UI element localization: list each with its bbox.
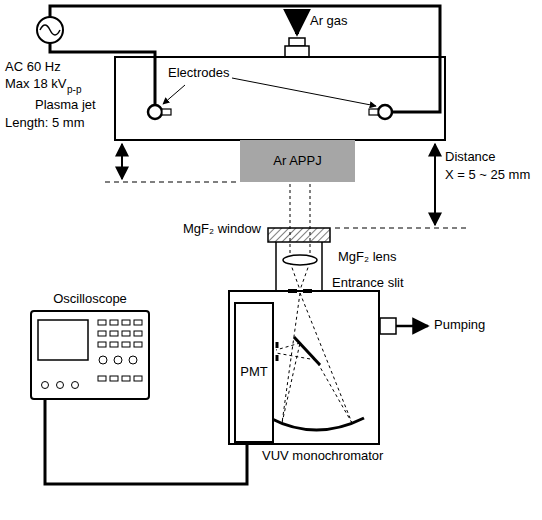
mgf2-window <box>268 228 330 242</box>
annotation-label: MgF₂ window <box>183 222 261 237</box>
grating <box>270 418 364 430</box>
scope-screen <box>38 320 88 360</box>
dashed-line <box>105 181 238 182</box>
light-ray <box>300 262 310 290</box>
node-label: Ar APPJ <box>273 154 321 169</box>
jet-housing <box>115 57 445 140</box>
annotation-label: Distance <box>445 150 496 165</box>
annotation-label: Pumping <box>434 318 485 333</box>
annotation-label: Plasma jet <box>35 98 96 113</box>
exit-slit <box>276 355 279 361</box>
annotation-label: MgF₂ lens <box>338 250 397 265</box>
mgf2-lens <box>283 255 317 265</box>
pump-arrow <box>396 325 428 328</box>
annotation-label: Length: 5 mm <box>5 116 85 131</box>
electrode <box>378 105 392 119</box>
ac-source <box>37 17 63 43</box>
light-ray <box>290 262 300 290</box>
node-label: VUV monochromator <box>262 449 383 464</box>
ground-wire <box>50 43 155 105</box>
hv-wire <box>50 6 440 112</box>
annotation-label: AC 60 Hz <box>5 60 61 75</box>
dimension-arrow <box>121 144 123 179</box>
light-ray <box>276 343 300 350</box>
tube-wall <box>321 242 323 291</box>
node-label: PMT <box>240 365 267 380</box>
light-ray <box>316 360 352 423</box>
signal-cable <box>45 400 247 484</box>
light-ray <box>300 293 352 423</box>
dashed-line <box>335 227 470 228</box>
electrode-tip <box>369 109 378 115</box>
gas-arrow <box>295 14 299 34</box>
annotation-label: Max 18 kV <box>5 77 66 92</box>
electrode-tip <box>162 109 171 115</box>
pmt-box: PMT <box>234 302 274 443</box>
dimension-arrow <box>434 144 436 225</box>
annotation-label: Ar gas <box>310 14 348 29</box>
pump-port <box>380 318 396 334</box>
scope-buttons <box>42 320 143 389</box>
oscilloscope: Oscilloscope <box>30 310 150 400</box>
node-label: Oscilloscope <box>53 292 127 307</box>
annotation-label: X = 5 ~ 25 mm <box>445 168 530 183</box>
fold-mirror <box>294 337 320 365</box>
exit-slit <box>276 342 279 348</box>
gas-fitting <box>285 46 309 57</box>
electrode <box>148 105 162 119</box>
light-ray <box>290 184 291 258</box>
leader-line <box>232 78 376 106</box>
light-ray <box>282 293 300 423</box>
annotation-label: Entrance slit <box>332 276 404 291</box>
plasma-jet-region: Ar APPJ <box>240 140 355 182</box>
annotation-label: Electrodes <box>168 66 229 81</box>
gas-fitting <box>289 38 305 46</box>
annotation-label: p-p <box>67 84 81 96</box>
light-ray <box>310 184 311 258</box>
monochromator-box: VUV monochromatorPMT <box>228 290 380 445</box>
sine-symbol <box>40 25 60 35</box>
leader-line <box>163 85 185 104</box>
tube-wall <box>275 242 277 291</box>
